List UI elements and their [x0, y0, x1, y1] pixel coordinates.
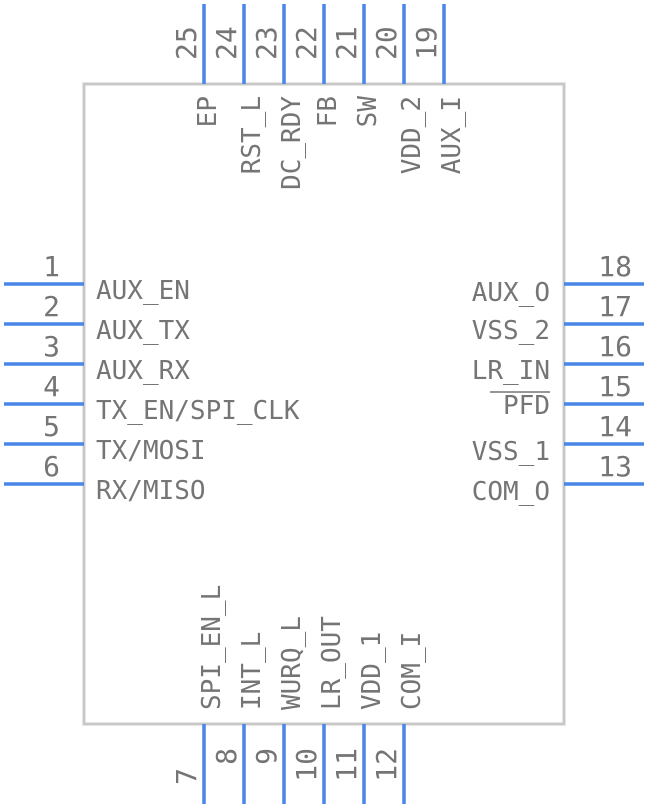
pin-number: 7 — [170, 768, 203, 785]
left-pin-1: 1 AUX_EN — [4, 250, 190, 306]
pin-number: 12 — [370, 748, 403, 782]
bottom-pin-10: 10 LR_OUT — [290, 616, 347, 804]
top-pin-24: 24 RST_L — [210, 4, 267, 174]
pin-number: 4 — [43, 370, 60, 403]
pin-name: DC_RDY — [277, 96, 307, 190]
pin-number: 16 — [598, 330, 632, 363]
pin-number: 18 — [598, 250, 632, 283]
ic-body-outline — [82, 82, 566, 726]
left-pin-4: 4 TX_EN/SPI_CLK — [4, 370, 300, 426]
right-pin-15: 15 PFD — [490, 370, 644, 421]
bottom-pin-8: 8 INT_L — [210, 632, 267, 804]
right-pin-14: 14 VSS_1 — [472, 410, 644, 467]
top-pin-23: 23 DC_RDY — [250, 4, 307, 190]
pin-name: COM_O — [472, 477, 550, 507]
pin-number: 10 — [290, 748, 323, 782]
pin-number: 3 — [43, 330, 60, 363]
pin-name: RST_L — [237, 96, 267, 174]
left-pin-5: 5 TX/MOSI — [4, 410, 206, 466]
pin-name: AUX_I — [437, 96, 467, 174]
pin-name: WURQ_L — [277, 616, 307, 710]
left-pin-3: 3 AUX_RX — [4, 330, 190, 386]
pin-name: SPI_EN_L — [197, 585, 227, 710]
top-pin-20: 20 VDD_2 — [370, 4, 427, 174]
pin-name: INT_L — [237, 632, 267, 710]
pin-number: 6 — [43, 450, 60, 483]
bottom-pin-7: 7 SPI_EN_L — [170, 585, 227, 804]
pin-name: TX/MOSI — [96, 436, 206, 466]
pin-name: PFD — [503, 391, 550, 421]
pin-name: FB — [313, 96, 343, 127]
pin-name: AUX_EN — [96, 276, 190, 306]
right-pin-16: 16 LR_IN — [472, 330, 644, 386]
pin-name: SW — [353, 96, 383, 128]
pin-number: 14 — [598, 410, 632, 443]
pin-number: 22 — [290, 26, 323, 60]
top-pin-25: 25 EP — [170, 4, 223, 127]
top-pin-21: 21 SW — [330, 4, 383, 127]
pin-number: 9 — [250, 748, 283, 765]
pin-number: 19 — [410, 26, 443, 60]
pin-number: 2 — [43, 290, 60, 323]
pin-name: AUX_O — [472, 278, 550, 308]
bottom-pin-12: 12 COM_I — [370, 632, 427, 804]
pin-number: 13 — [598, 450, 632, 483]
left-pin-6: 6 RX/MISO — [4, 450, 206, 506]
pin-number: 15 — [598, 370, 632, 403]
pin-name: EP — [193, 96, 223, 127]
left-pin-2: 2 AUX_TX — [4, 290, 190, 346]
pin-name: VSS_1 — [472, 437, 550, 467]
right-pin-17: 17 VSS_2 — [472, 290, 644, 346]
right-pin-18: 18 AUX_O — [472, 250, 644, 308]
pin-name: AUX_TX — [96, 316, 190, 346]
pin-number: 20 — [370, 26, 403, 60]
right-pin-13: 13 COM_O — [472, 450, 644, 507]
pin-number: 23 — [250, 26, 283, 60]
pin-number: 11 — [330, 748, 363, 782]
pin-name: TX_EN/SPI_CLK — [96, 396, 300, 426]
pin-number: 5 — [43, 410, 60, 443]
pin-name: LR_IN — [472, 356, 550, 386]
pin-name: VDD_1 — [357, 632, 387, 710]
pin-number: 1 — [43, 250, 60, 283]
pin-number: 24 — [210, 26, 243, 60]
pin-number: 8 — [210, 748, 243, 765]
pin-number: 17 — [598, 290, 632, 323]
pin-number: 21 — [330, 26, 363, 60]
bottom-pin-11: 11 VDD_1 — [330, 632, 387, 804]
pin-name: COM_I — [397, 632, 427, 710]
top-pin-22: 22 FB — [290, 4, 343, 127]
bottom-pin-9: 9 WURQ_L — [250, 616, 307, 804]
top-pin-19: 19 AUX_I — [410, 4, 467, 174]
pin-name: VSS_2 — [472, 316, 550, 346]
pin-name: RX/MISO — [96, 476, 206, 506]
pin-name: VDD_2 — [397, 96, 427, 174]
pin-number: 25 — [170, 26, 203, 60]
pin-name: AUX_RX — [96, 356, 190, 386]
pin-name: LR_OUT — [317, 616, 347, 710]
